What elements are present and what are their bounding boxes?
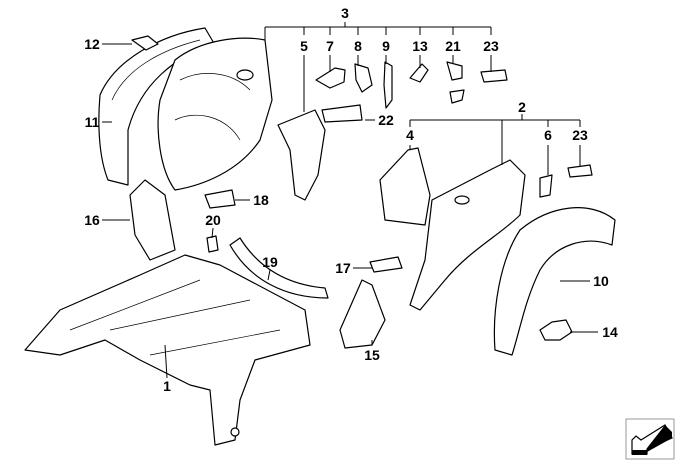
label-22[interactable]: 22 <box>378 112 394 128</box>
part-17-plate[interactable] <box>369 256 403 273</box>
part-22[interactable] <box>321 104 363 123</box>
part-20-clip[interactable] <box>206 235 219 253</box>
part-7[interactable] <box>315 67 346 89</box>
leader-lines <box>102 22 598 379</box>
label-5[interactable]: 5 <box>300 38 308 54</box>
part-19-strut[interactable] <box>229 237 329 299</box>
part-15-bracket[interactable] <box>339 279 386 349</box>
part-4[interactable] <box>379 147 431 226</box>
part-inner-wheelhouse[interactable] <box>157 37 273 191</box>
label-group-2[interactable]: 2 <box>518 99 526 115</box>
part-16-bracket[interactable] <box>129 179 176 261</box>
label-23-right[interactable]: 23 <box>572 127 588 143</box>
label-21[interactable]: 21 <box>445 38 461 54</box>
part-8[interactable] <box>354 63 373 93</box>
label-15[interactable]: 15 <box>364 347 380 363</box>
label-1[interactable]: 1 <box>163 378 171 394</box>
part-2-inner-panel[interactable] <box>409 159 526 311</box>
part-11-wheel-arch-left[interactable] <box>98 27 216 186</box>
label-20[interactable]: 20 <box>205 212 221 228</box>
label-group-3[interactable]: 3 <box>341 5 349 21</box>
label-23-top[interactable]: 23 <box>483 38 499 54</box>
part-23b[interactable] <box>567 164 593 178</box>
label-8[interactable]: 8 <box>354 38 362 54</box>
label-16[interactable]: 16 <box>84 212 100 228</box>
part-21[interactable] <box>446 61 465 104</box>
part-13[interactable] <box>409 63 429 83</box>
label-14[interactable]: 14 <box>602 324 618 340</box>
arrow-down-left-icon <box>625 418 675 460</box>
label-4[interactable]: 4 <box>406 127 414 143</box>
label-18[interactable]: 18 <box>253 192 269 208</box>
label-12[interactable]: 12 <box>84 36 100 52</box>
part-18-clip[interactable] <box>204 189 236 209</box>
part-5-panel[interactable] <box>277 109 326 201</box>
label-6[interactable]: 6 <box>544 127 552 143</box>
part-9[interactable] <box>383 61 393 109</box>
part-1-rear-axle-carrier[interactable] <box>24 254 311 446</box>
part-12-bracket[interactable] <box>131 35 159 51</box>
part-10-wheel-arch-right[interactable] <box>493 207 616 356</box>
part-23a[interactable] <box>480 69 508 83</box>
part-6[interactable] <box>539 174 553 198</box>
label-19[interactable]: 19 <box>262 254 278 270</box>
label-10[interactable]: 10 <box>593 273 609 289</box>
label-11[interactable]: 11 <box>85 114 100 130</box>
label-7[interactable]: 7 <box>326 38 334 54</box>
label-13[interactable]: 13 <box>412 38 428 54</box>
label-9[interactable]: 9 <box>382 38 390 54</box>
label-17[interactable]: 17 <box>335 260 351 276</box>
part-14-mount[interactable] <box>539 319 573 341</box>
